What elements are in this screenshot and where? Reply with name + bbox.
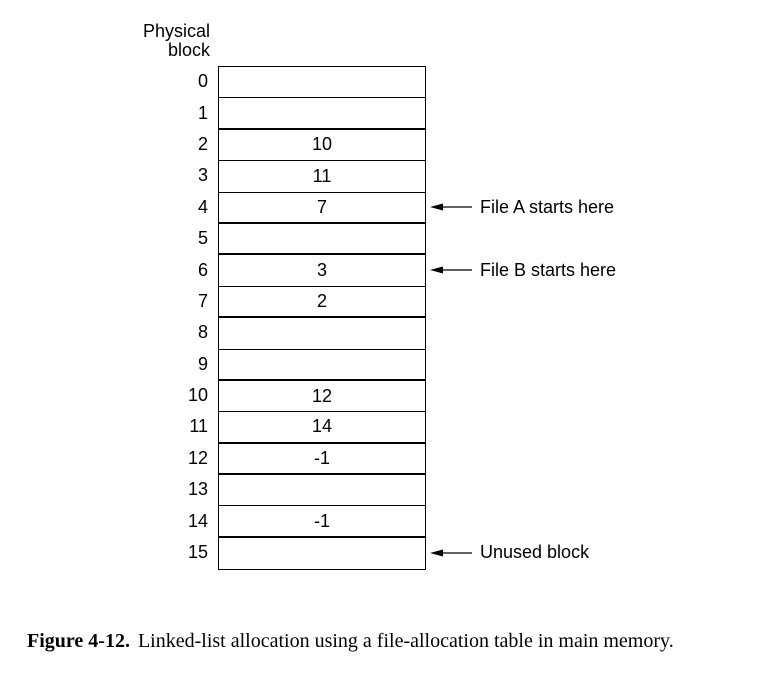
file-allocation-table: 10 11 7 3 2 12 14 -1 -1: [218, 66, 426, 571]
fat-entry: 14: [219, 412, 425, 444]
fat-entry: [219, 98, 425, 130]
annotation: File A starts here: [430, 197, 614, 217]
fat-entry-value: 10: [311, 134, 333, 155]
fat-entry: 11: [219, 161, 425, 193]
fat-entry-value: 11: [312, 165, 332, 186]
figure-caption-text: Linked-list allocation using a file-allo…: [137, 630, 674, 652]
fat-entry: [219, 67, 425, 99]
fat-entry: [219, 350, 425, 381]
block-index: 13: [187, 479, 208, 500]
block-index: 5: [197, 228, 208, 249]
header-line-2: block: [167, 40, 210, 60]
block-index: 2: [197, 133, 208, 154]
fat-entry-value: 12: [311, 385, 333, 406]
annotation-label: Unused block: [480, 542, 590, 563]
block-index: 6: [197, 259, 208, 280]
fat-entry-value: 3: [316, 260, 327, 281]
block-index: 8: [197, 322, 208, 343]
block-index: 12: [187, 447, 208, 468]
block-index: 3: [197, 165, 208, 186]
fat-entry: -1: [219, 506, 425, 538]
annotation: Unused block: [430, 542, 590, 563]
fat-entry: -1: [219, 444, 425, 476]
left-arrow-icon: [430, 549, 472, 557]
fat-entry: [219, 475, 425, 507]
fat-entry-value: -1: [313, 510, 330, 531]
figure-caption: Figure 4-12. Linked-list allocation using…: [27, 630, 674, 653]
block-index: 4: [197, 196, 208, 217]
fat-entry: [219, 224, 425, 256]
figure-label: Figure 4-12.: [27, 630, 130, 652]
fat-entry-value: 7: [316, 196, 327, 217]
annotation-label: File B starts here: [480, 259, 617, 280]
fat-entry-value: -1: [313, 447, 330, 468]
annotation: File B starts here: [430, 260, 616, 280]
block-index: 1: [197, 102, 208, 123]
fat-entry-value: 2: [316, 290, 327, 311]
left-arrow-icon: [430, 203, 472, 211]
block-index: 15: [187, 542, 208, 563]
left-arrow-icon: [430, 266, 472, 274]
fat-entry: [219, 318, 425, 350]
physical-block-header: Physical block: [120, 22, 210, 60]
block-index: 0: [197, 71, 208, 92]
block-index: 7: [197, 290, 208, 311]
fat-entry: 2: [219, 287, 425, 319]
annotation-label: File A starts here: [480, 196, 615, 217]
block-index: 14: [187, 510, 208, 531]
header-line-1: Physical: [142, 21, 210, 41]
block-index: 11: [189, 416, 208, 437]
fat-entry-value: 14: [311, 416, 333, 437]
fat-entry: [219, 538, 425, 569]
fat-entry: 3: [219, 255, 425, 287]
fat-entry: 12: [219, 381, 425, 413]
block-index: 10: [187, 385, 208, 406]
fat-entry: 10: [219, 130, 425, 162]
fat-entry: 7: [219, 193, 425, 224]
block-index: 9: [197, 353, 208, 374]
